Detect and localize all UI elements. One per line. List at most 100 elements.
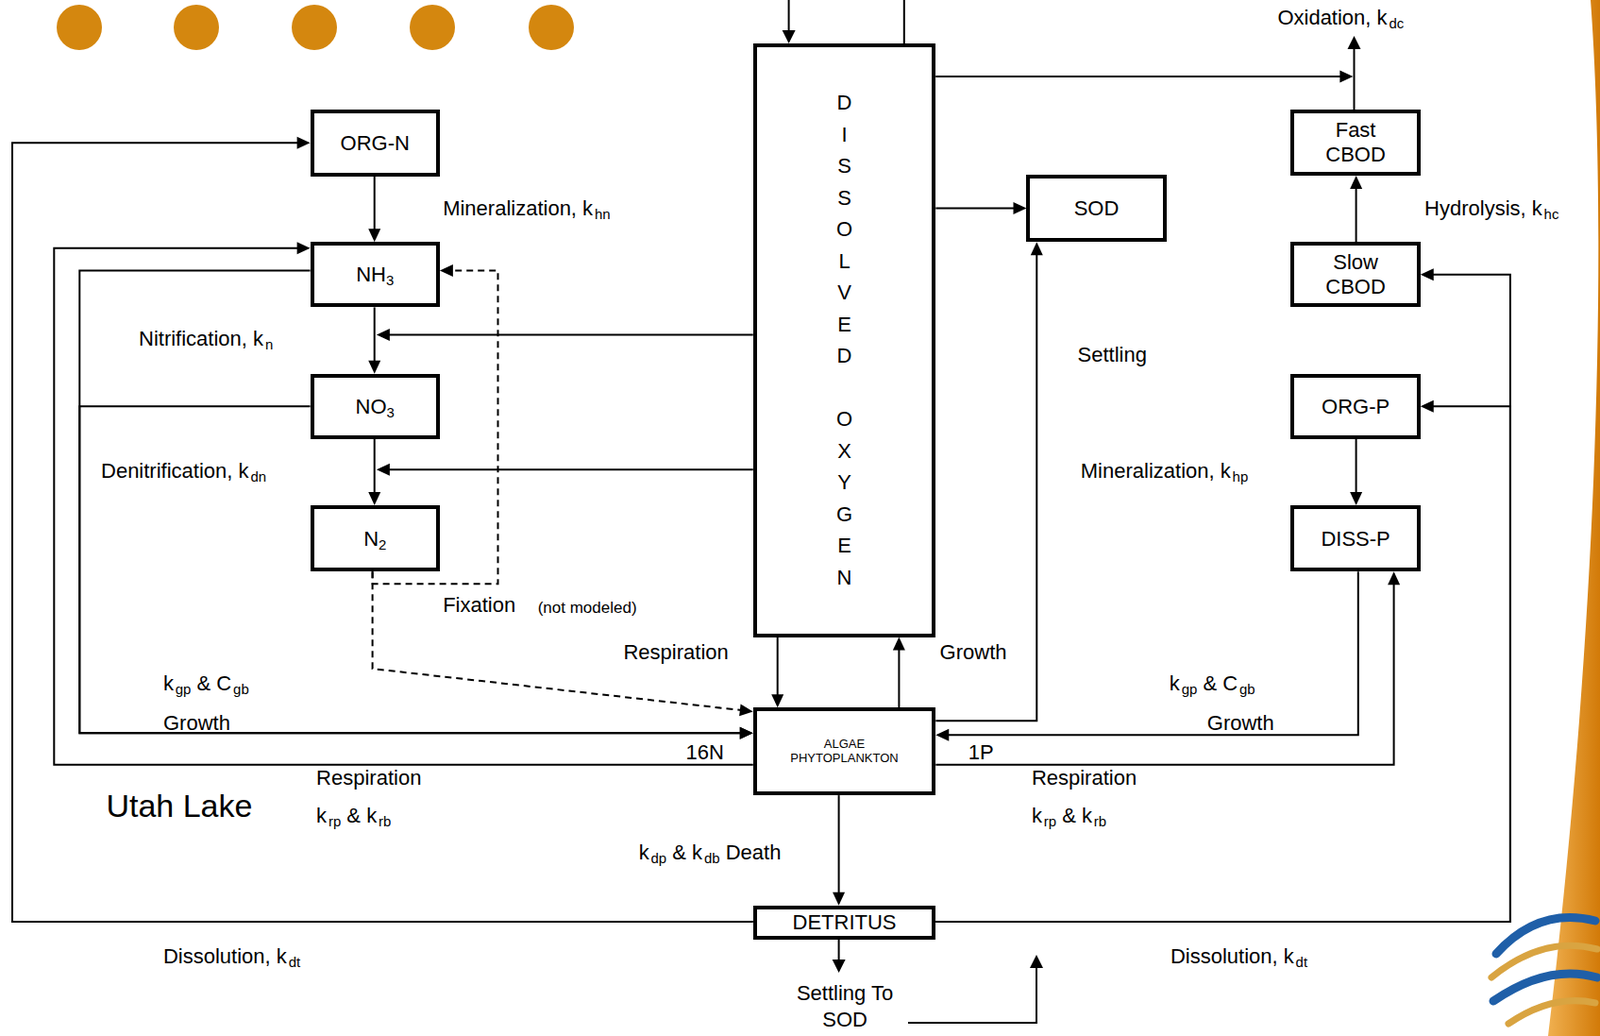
process-label: Settling To SOD	[783, 979, 907, 1033]
flow-line	[935, 207, 1017, 210]
flow-line	[935, 251, 1037, 721]
flow-line	[79, 270, 744, 734]
process-label: k gp & C gb	[1169, 673, 1256, 699]
vertical-letter: S	[834, 150, 856, 183]
process-label: Dissolution, k dt	[1170, 945, 1308, 972]
lake-name: Utah Lake	[105, 789, 253, 822]
pool-box: N2	[310, 505, 440, 572]
gap	[1230, 471, 1233, 479]
gap	[1542, 209, 1545, 217]
arrow-head	[368, 360, 381, 374]
subscript: dt	[1296, 953, 1308, 970]
orange-dot	[528, 4, 574, 51]
flow-line	[386, 334, 754, 337]
process-label: Mineralization, k hp	[1080, 460, 1248, 487]
process-label: Denitrification, k dn	[101, 460, 267, 487]
arrow-head	[740, 726, 754, 740]
gap	[592, 209, 595, 217]
subscript: dn	[250, 469, 267, 486]
arrow-head	[832, 892, 845, 906]
flow-connector	[771, 637, 784, 708]
gap	[376, 816, 379, 824]
gap	[649, 853, 652, 860]
process-label: Dissolution, k dt	[163, 945, 301, 972]
subscript: 3	[386, 271, 394, 288]
subscript: hc	[1544, 205, 1560, 222]
sink-box: SOD	[1026, 174, 1166, 242]
flow-connector	[79, 270, 753, 740]
node-text: NO3	[355, 394, 395, 419]
flow-connector	[368, 176, 381, 242]
process-label: 16N	[685, 741, 724, 763]
arrow-head	[297, 136, 311, 150]
pool-box: DISS-P	[1290, 505, 1420, 572]
arrow-head	[1029, 954, 1044, 968]
arrow-head	[782, 30, 796, 44]
process-label: Respiration	[316, 767, 422, 789]
flow-connector	[368, 438, 381, 506]
arrow-head	[892, 637, 906, 651]
node-text: SOD	[1074, 196, 1120, 220]
vertical-letter: D	[834, 339, 856, 372]
subscript: hn	[594, 205, 611, 222]
subscript: rb	[378, 812, 391, 829]
flow-line	[838, 794, 841, 896]
flow-connector	[368, 306, 381, 373]
process-label: (not modeled)	[538, 599, 638, 616]
process-label: Hydrolysis, k hc	[1424, 198, 1559, 224]
detritus-box: DETRITUS	[753, 905, 936, 940]
arrow-head	[1339, 70, 1353, 84]
flow-line	[386, 468, 754, 471]
flow-connector	[1349, 438, 1363, 506]
vertical-letter: O	[834, 403, 856, 436]
process-label: Oxidation, k dc	[1277, 7, 1404, 34]
arrow-head	[1012, 202, 1027, 215]
flow-line	[372, 571, 744, 710]
subscript: gp	[175, 680, 192, 697]
subscript: 2	[378, 536, 387, 553]
flow-line	[935, 405, 1511, 922]
vertical-letter: V	[834, 276, 856, 309]
flow-connector	[935, 202, 1027, 215]
vertical-letter: E	[834, 529, 856, 562]
gap	[1294, 957, 1297, 964]
outflow-line	[903, 0, 906, 44]
orange-dot	[291, 4, 337, 51]
node-text: ORG-N	[340, 131, 410, 155]
orange-dot	[409, 4, 455, 51]
process-label: Nitrification, k n	[138, 328, 273, 354]
process-label: Fixation	[442, 594, 516, 616]
gap	[702, 853, 705, 860]
pool-box: NH3	[310, 241, 440, 307]
subscript: gb	[233, 680, 250, 697]
arrow-head	[368, 228, 381, 242]
flow-line	[79, 405, 744, 733]
process-label: Respiration	[623, 641, 728, 663]
flow-connector	[53, 241, 754, 765]
flow-connector	[12, 136, 754, 922]
arrow-head	[1347, 35, 1362, 50]
flow-line	[935, 274, 1511, 922]
node-text: DISS-P	[1320, 526, 1390, 551]
arrow-head	[376, 328, 390, 341]
flow-line	[373, 306, 376, 364]
flow-connector	[935, 70, 1353, 84]
flow-line	[373, 438, 376, 496]
process-label: Growth	[163, 712, 231, 734]
flow-line	[935, 580, 1394, 764]
flow-connector	[935, 571, 1359, 742]
settling-sod-line	[908, 966, 1037, 1023]
pool-box: ORG-N	[310, 109, 440, 177]
process-label: Mineralization, k hn	[442, 198, 610, 224]
flow-connector	[935, 400, 1511, 922]
node-text: Slow CBOD	[1313, 250, 1398, 299]
vertical-letter: L	[834, 245, 856, 278]
inflow-line	[788, 0, 791, 33]
subscript: gp	[1181, 680, 1198, 697]
subscript: dc	[1388, 16, 1404, 33]
flow-line	[53, 248, 754, 765]
arrow-head	[832, 959, 846, 973]
vertical-letter: D	[834, 86, 856, 119]
vertical-letter: X	[834, 435, 856, 468]
